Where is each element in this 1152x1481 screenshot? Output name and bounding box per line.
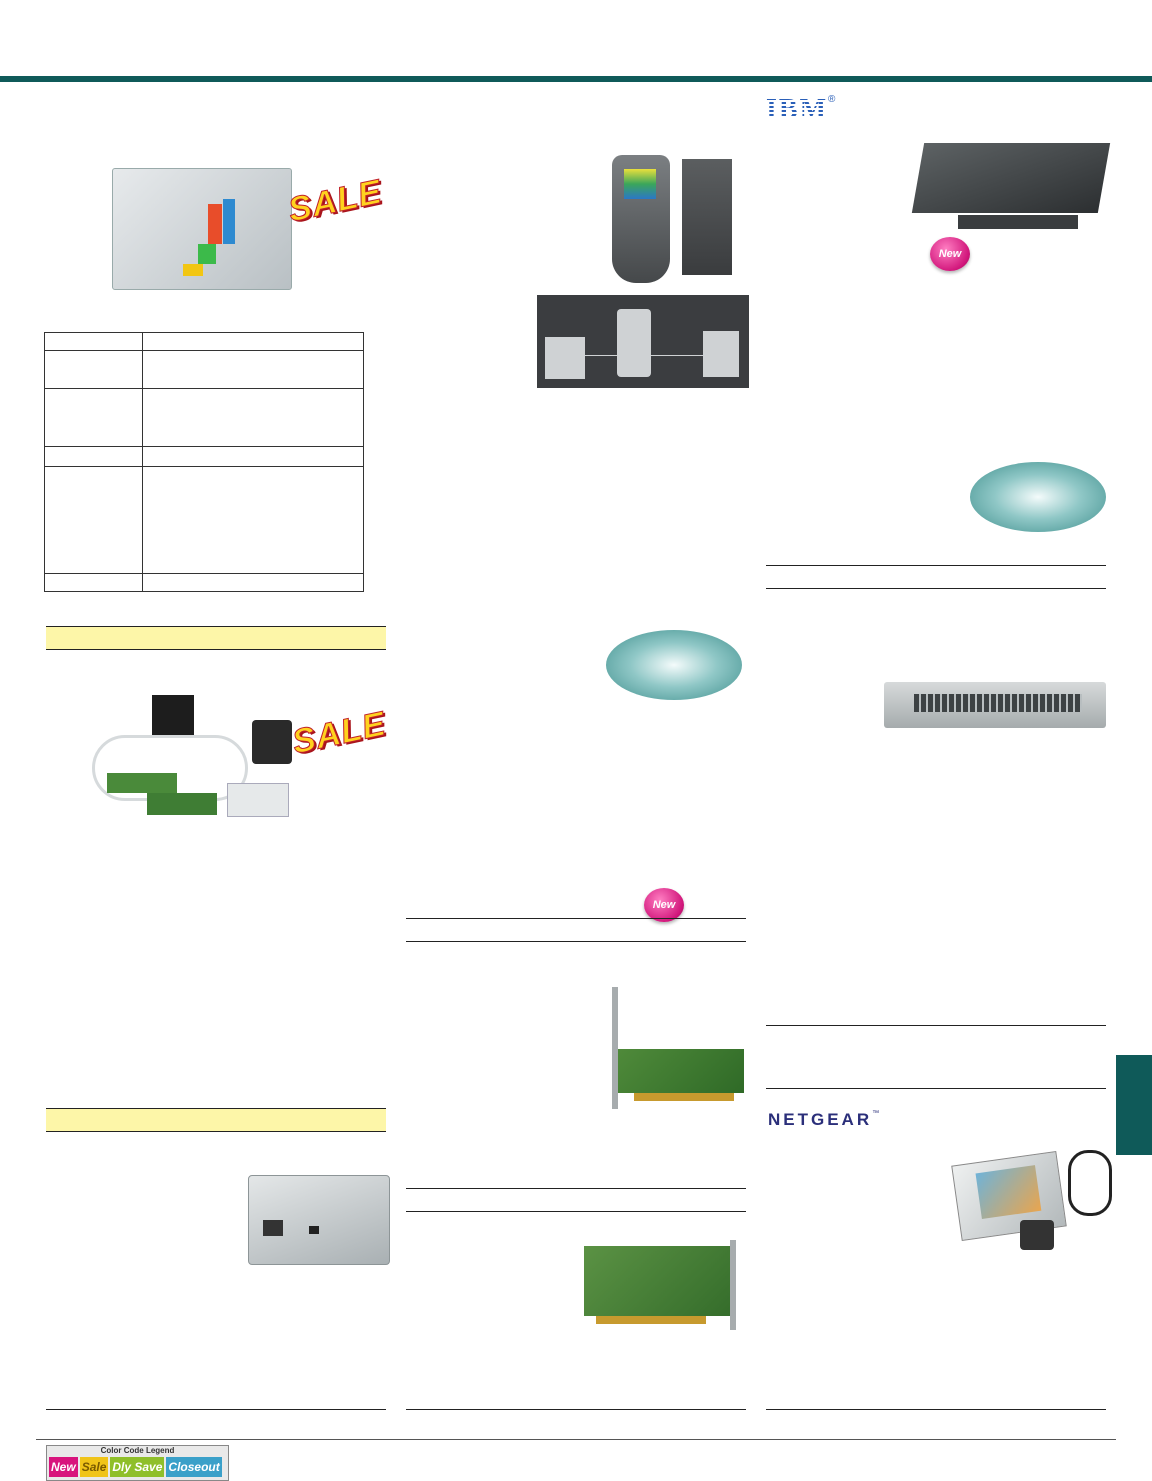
section-rule <box>766 1088 1106 1089</box>
promo-oval <box>970 462 1106 532</box>
phoneline-diagram <box>537 295 749 388</box>
switch-24port-photo <box>884 672 1110 730</box>
section-rule <box>406 1211 746 1212</box>
new-badge: New <box>930 237 970 271</box>
spec-label-cell <box>44 446 143 467</box>
section-side-tab <box>1116 1055 1152 1155</box>
legend-row: New Sale Dly Save Closeout <box>47 1456 228 1478</box>
spec-value-cell <box>142 350 364 389</box>
section-rule <box>766 588 1106 589</box>
section-rule <box>406 918 746 919</box>
legend-chip-closeout: Closeout <box>166 1457 222 1477</box>
phoneline-adapter-photo <box>612 155 748 283</box>
new-badge: New <box>644 888 684 922</box>
netgear-logo: NETGEAR™ <box>768 1110 880 1129</box>
sale-badge: SALE <box>284 172 386 230</box>
spec-value-cell <box>142 332 364 351</box>
pcmcia-card-photo <box>948 1140 1114 1266</box>
spec-label-cell <box>44 388 143 447</box>
section-rule <box>766 565 1106 566</box>
spec-label-cell <box>44 332 143 351</box>
section-rule <box>406 941 746 942</box>
ibm-logo: IBM® <box>766 94 836 125</box>
section-header-bar <box>46 1108 386 1132</box>
legend-chip-daily-save: Dly Save <box>110 1457 165 1477</box>
legend-title: Color Code Legend <box>100 1446 175 1455</box>
network-kit-photo <box>92 695 322 825</box>
legend-chip-sale: Sale <box>79 1457 109 1477</box>
spec-label-cell <box>44 466 143 574</box>
column-bottom-rule <box>46 1409 386 1410</box>
switch-8port-photo <box>911 143 1111 241</box>
isa-nic-photo <box>584 1240 744 1332</box>
spec-value-cell <box>142 446 364 467</box>
promo-oval <box>606 630 742 700</box>
header-accent-bar <box>0 76 1152 82</box>
section-header-bar <box>46 626 386 650</box>
parts-box-photo <box>112 168 292 290</box>
spec-value-cell <box>142 466 364 574</box>
section-rule <box>406 1188 746 1189</box>
media-converter-photo <box>248 1175 390 1265</box>
legend-chip-new: New <box>49 1457 78 1477</box>
section-rule <box>766 1025 1106 1026</box>
spec-label-cell <box>44 350 143 389</box>
color-code-legend: Color Code Legend New Sale Dly Save Clos… <box>46 1445 229 1481</box>
spec-table <box>44 332 364 592</box>
spec-label-cell <box>44 573 143 592</box>
page-footer-rule <box>36 1439 1116 1440</box>
column-bottom-rule <box>406 1409 746 1410</box>
column-bottom-rule <box>766 1409 1106 1410</box>
spec-value-cell <box>142 573 364 592</box>
pci-nic-photo <box>604 987 746 1111</box>
spec-value-cell <box>142 388 364 447</box>
